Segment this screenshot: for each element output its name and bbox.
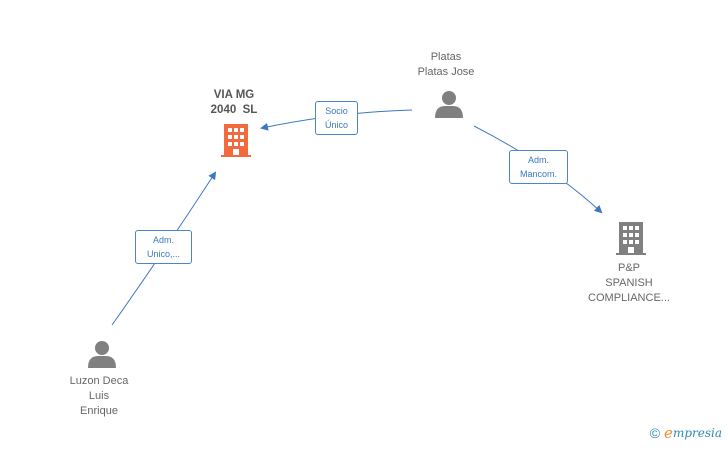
company-pp-name-line1: P&P: [617, 262, 640, 274]
building-icon[interactable]: [221, 123, 251, 157]
person-luzon-label[interactable]: Luzon Deca Luis Enrique: [49, 374, 149, 419]
edge-label-adm-mancom-line2: Mancom.: [519, 169, 557, 179]
edge-label-socio-line1: Socio: [325, 106, 348, 116]
person-icon[interactable]: [87, 339, 117, 369]
logo-text: mpresia: [672, 426, 722, 440]
company-pp-name-line3: COMPLIANCE...: [588, 292, 670, 304]
person-platas-name-line1: Platas: [430, 51, 462, 63]
person-luzon-name-line2: Luis: [88, 390, 110, 402]
copyright-symbol: ©: [649, 425, 661, 441]
person-icon[interactable]: [434, 89, 464, 119]
person-platas-name-line2: Platas Jose: [417, 66, 475, 78]
edge-label-socio-line2: Único: [324, 120, 348, 130]
company-via-mg-label[interactable]: VIA MG 2040 SL: [196, 88, 272, 118]
company-via-mg-name-line2: 2040 SL: [210, 104, 258, 116]
edge-label-adm-unico[interactable]: Adm. Unico,...: [135, 230, 192, 264]
building-icon[interactable]: [616, 221, 646, 255]
edge-label-adm-unico-line2: Unico,...: [146, 249, 180, 259]
company-via-mg-name-line1: VIA MG: [213, 89, 255, 101]
edge-label-adm-mancom[interactable]: Adm. Mancom.: [509, 150, 568, 184]
person-platas-label[interactable]: Platas Platas Jose: [396, 50, 496, 80]
edge-label-adm-unico-line1: Adm.: [152, 235, 174, 245]
logo-e: e: [664, 424, 673, 442]
empresia-logo: © e mpresia: [650, 424, 722, 442]
edge-label-socio-unico[interactable]: Socio Único: [315, 101, 358, 135]
person-luzon-name-line1: Luzon Deca: [69, 375, 129, 387]
person-luzon-name-line3: Enrique: [80, 405, 118, 417]
company-pp-name-line2: SPANISH: [605, 277, 653, 289]
company-pp-label[interactable]: P&P SPANISH COMPLIANCE...: [573, 261, 685, 306]
edge-label-adm-mancom-line1: Adm.: [527, 155, 549, 165]
